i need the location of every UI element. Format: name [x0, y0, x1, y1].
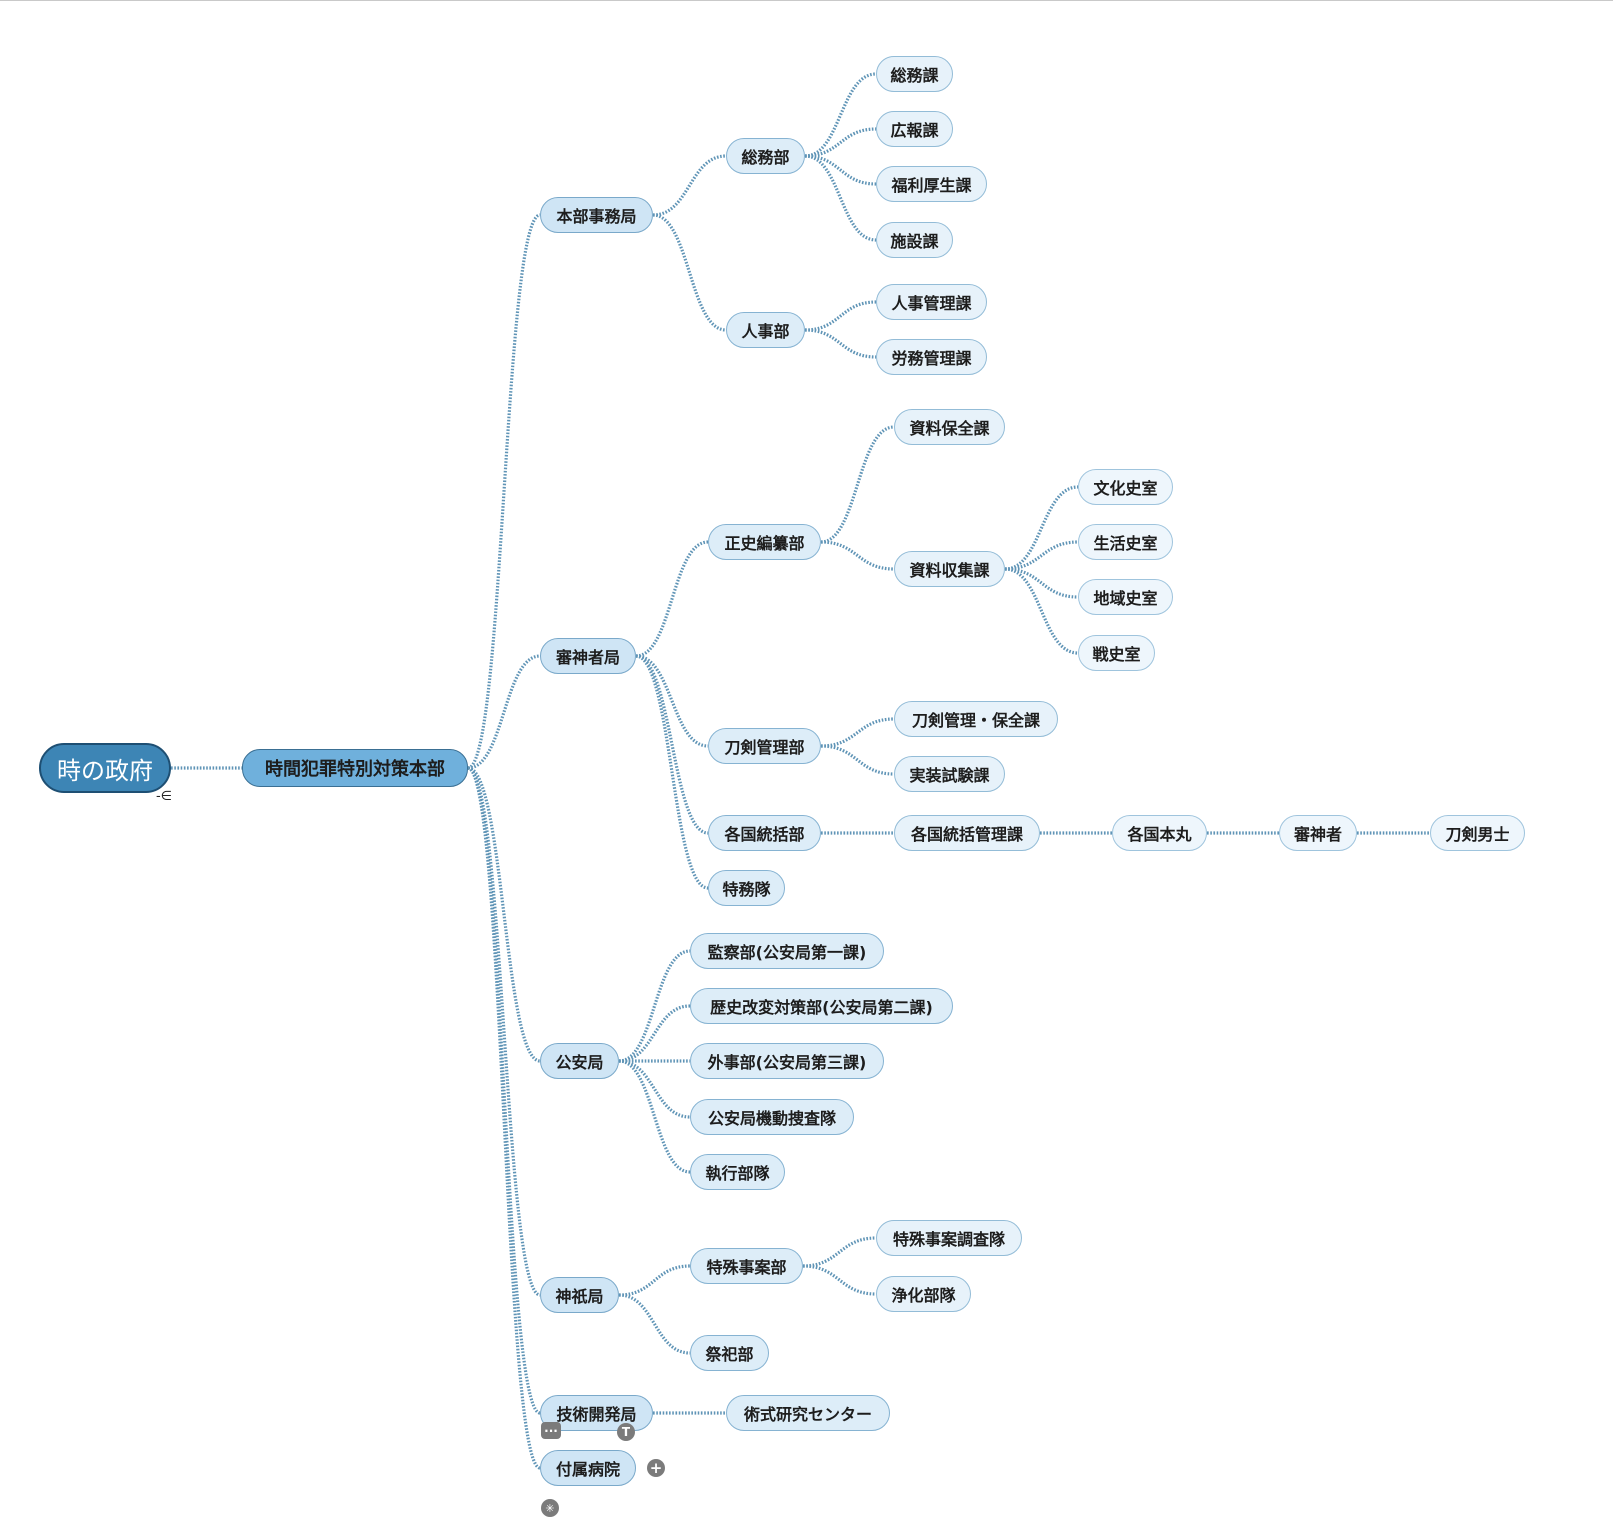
add-node-icon[interactable]: +	[647, 1459, 665, 1477]
section-hozen-node[interactable]: 資料保全課	[894, 409, 1005, 445]
koan-child-node[interactable]: 監察部(公安局第一課)	[690, 933, 884, 969]
connector-line	[618, 1004, 691, 1063]
connector-line	[467, 766, 541, 1063]
bureau-koan-node[interactable]: 公安局	[540, 1043, 619, 1079]
unit-tokumu-node[interactable]: 特務隊	[708, 870, 785, 906]
hq-node[interactable]: 時間犯罪特別対策本部	[242, 749, 468, 787]
connector-line	[1004, 567, 1079, 655]
connector-line	[652, 154, 727, 217]
jinjibu-child-node[interactable]: 人事管理課	[876, 284, 987, 320]
connector-line	[467, 766, 541, 1297]
dept-seishi-node[interactable]: 正史編纂部	[708, 524, 821, 560]
top-border	[0, 0, 1613, 1]
connector-line	[618, 949, 691, 1063]
connector-line	[467, 766, 541, 1470]
tokushu-child-node[interactable]: 浄化部隊	[876, 1276, 971, 1312]
bureau-honbu-node[interactable]: 本部事務局	[540, 197, 653, 233]
connector-line	[802, 1236, 877, 1268]
text-format-icon[interactable]: T	[617, 1423, 635, 1441]
connector-line	[618, 1059, 691, 1119]
connector-line	[804, 300, 877, 332]
connector-line	[635, 654, 709, 748]
bureau-byoin-node[interactable]: 付属病院	[540, 1450, 636, 1486]
kakkoku-chain-node[interactable]: 各国統括管理課	[894, 815, 1040, 851]
bureau-gijutsu-node[interactable]: 技術開発局	[540, 1395, 653, 1431]
kakkoku-chain-node[interactable]: 審神者	[1279, 815, 1357, 851]
connector-line	[467, 654, 541, 770]
connector-line	[820, 425, 895, 544]
asterisk-icon[interactable]: ✳	[541, 1499, 559, 1517]
shushu-child-node[interactable]: 生活史室	[1078, 524, 1173, 560]
tokushu-child-node[interactable]: 特殊事案調査隊	[876, 1220, 1022, 1256]
dept-jinjibu-node[interactable]: 人事部	[726, 312, 805, 348]
koan-child-node[interactable]: 歴史改変対策部(公安局第二課)	[690, 988, 953, 1024]
token-child-node[interactable]: 刀剣管理・保全課	[894, 701, 1058, 737]
connector-line	[1004, 540, 1079, 571]
koan-child-node[interactable]: 執行部隊	[690, 1154, 785, 1190]
section-shushu-node[interactable]: 資料収集課	[894, 551, 1005, 587]
connector-line	[618, 1293, 691, 1355]
shushu-child-node[interactable]: 地域史室	[1078, 579, 1173, 615]
jinjibu-child-node[interactable]: 労務管理課	[876, 339, 987, 375]
somubu-child-node[interactable]: 広報課	[876, 111, 953, 147]
somubu-child-node[interactable]: 総務課	[876, 56, 953, 92]
collapse-toggle-icon[interactable]: -∈	[156, 789, 173, 804]
koan-child-node[interactable]: 外事部(公安局第三課)	[690, 1043, 884, 1079]
connector-line	[804, 154, 877, 242]
more-options-icon[interactable]: ···	[541, 1422, 561, 1439]
connector-line	[467, 213, 541, 770]
connector-line	[618, 1264, 691, 1297]
koan-child-node[interactable]: 公安局機動捜査隊	[690, 1099, 854, 1135]
somubu-child-node[interactable]: 福利厚生課	[876, 166, 987, 202]
connector-line	[804, 328, 877, 359]
connector-line	[1004, 485, 1079, 571]
connector-line	[635, 654, 709, 890]
somubu-child-node[interactable]: 施設課	[876, 222, 953, 258]
connector-line	[652, 213, 727, 332]
dept-saishi-node[interactable]: 祭祀部	[690, 1335, 769, 1371]
connector-line	[802, 1264, 877, 1296]
connector-line	[820, 540, 895, 571]
token-child-node[interactable]: 実装試験課	[894, 756, 1005, 792]
dept-kakkoku-node[interactable]: 各国統括部	[708, 815, 821, 851]
center-jutsushiki-node[interactable]: 術式研究センター	[726, 1395, 890, 1431]
connector-line	[804, 127, 877, 158]
root-node[interactable]: 時の政府	[39, 743, 171, 793]
kakkoku-chain-node[interactable]: 各国本丸	[1112, 815, 1207, 851]
bureau-jingi-node[interactable]: 神祇局	[540, 1277, 619, 1313]
dept-tokushu-node[interactable]: 特殊事案部	[690, 1248, 803, 1284]
connector-line	[820, 744, 895, 776]
shushu-child-node[interactable]: 戦史室	[1078, 635, 1155, 671]
connector-line	[820, 717, 895, 748]
dept-somubu-node[interactable]: 総務部	[726, 138, 805, 174]
connector-line	[804, 72, 877, 158]
connector-line	[635, 654, 709, 835]
connector-line	[635, 540, 709, 658]
connector-line	[804, 154, 877, 186]
kakkoku-chain-node[interactable]: 刀剣男士	[1430, 815, 1525, 851]
bureau-saniwa-node[interactable]: 審神者局	[540, 638, 636, 674]
shushu-child-node[interactable]: 文化史室	[1078, 469, 1173, 505]
dept-token-node[interactable]: 刀剣管理部	[708, 728, 821, 764]
connector-line	[1004, 567, 1079, 599]
